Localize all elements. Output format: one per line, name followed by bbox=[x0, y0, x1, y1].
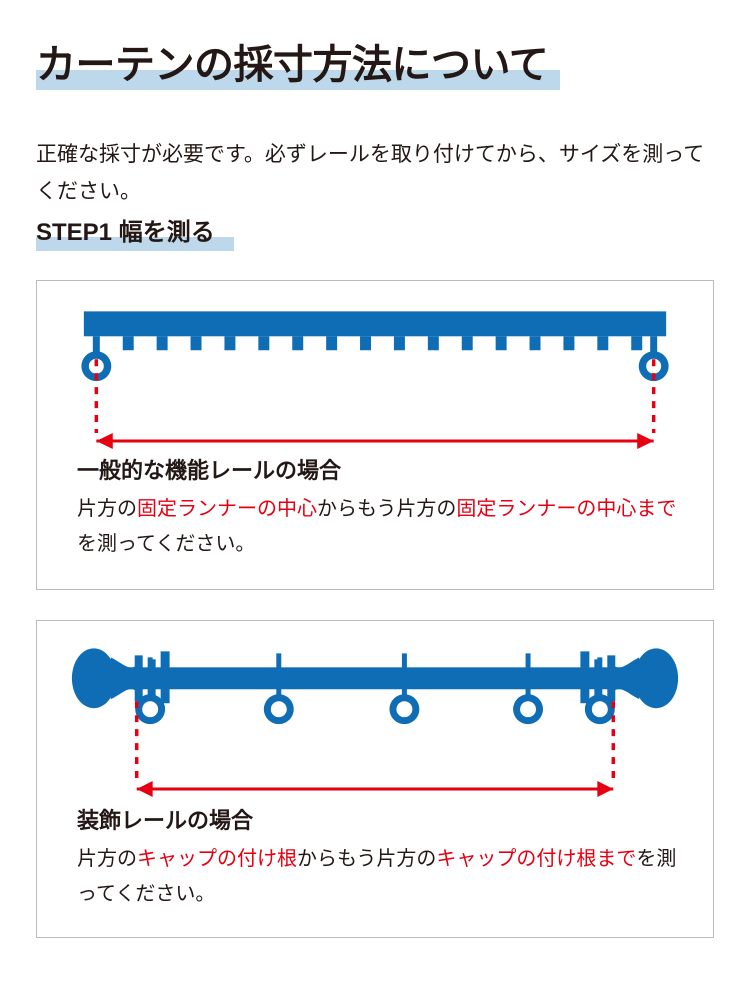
intro-paragraph: 正確な採寸が必要です。必ずレールを取り付けてから、サイズを測ってください。 bbox=[36, 143, 705, 203]
curtain-ring-3 bbox=[389, 653, 420, 725]
curtain-rings bbox=[135, 653, 615, 725]
functional-rail-diagram bbox=[81, 311, 669, 449]
decorative-rail-section: 装飾レールの場合 片方のキャップの付け根からもう片方のキャップの付け根までを測っ… bbox=[36, 620, 714, 938]
caption-part-1: キャップの付け根 bbox=[137, 848, 297, 870]
curtain-ring-5 bbox=[584, 657, 615, 725]
functional-rail-section: 一般的な機能レールの場合 片方の固定ランナーの中心からもう片方の固定ランナーの中… bbox=[36, 280, 714, 590]
step-highlight-bar bbox=[36, 237, 234, 251]
decorative-rail-diagram bbox=[71, 648, 679, 797]
fixed-runner-right bbox=[638, 336, 669, 382]
finial-cap-left bbox=[71, 648, 170, 709]
caption-part-3: 固定ランナーの中心まで bbox=[456, 498, 677, 520]
caption-part-0: 片方の bbox=[77, 848, 137, 870]
measurement-arrow bbox=[96, 433, 654, 449]
caption-part-3: キャップの付け根まで bbox=[436, 848, 637, 870]
caption-part-4: を測ってください。 bbox=[77, 848, 677, 905]
caption-part-1: 固定ランナーの中心 bbox=[137, 498, 317, 520]
rail-runner-tabs bbox=[122, 336, 643, 351]
step1-heading: STEP1 幅を測る bbox=[36, 218, 234, 254]
curtain-ring-4 bbox=[513, 653, 544, 725]
decorative-rail-caption: 装飾レールの場合 片方のキャップの付け根からもう片方のキャップの付け根までを測っ… bbox=[77, 806, 687, 912]
caption-part-2: からもう片方の bbox=[317, 498, 457, 520]
caption-part-2: からもう片方の bbox=[297, 848, 437, 870]
curtain-ring-1 bbox=[135, 657, 166, 725]
title-highlight-bar bbox=[36, 70, 560, 90]
step1-heading-text: STEP1 幅を測る bbox=[36, 219, 215, 246]
functional-rail-caption: 一般的な機能レールの場合 片方の固定ランナーの中心からもう片方の固定ランナーの中… bbox=[77, 456, 687, 562]
caption-part-4: を測ってください。 bbox=[77, 533, 256, 555]
functional-caption-body: 片方の固定ランナーの中心からもう片方の固定ランナーの中心までを測ってください。 bbox=[77, 492, 687, 562]
measurement-arrow bbox=[136, 780, 614, 797]
functional-caption-title: 一般的な機能レールの場合 bbox=[77, 458, 342, 483]
page-title-text: カーテンの採寸方法について bbox=[36, 43, 549, 87]
fixed-runner-left bbox=[81, 336, 112, 382]
decorative-rod bbox=[96, 667, 654, 690]
page-title: カーテンの採寸方法について bbox=[36, 42, 716, 94]
caption-part-0: 片方の bbox=[77, 498, 137, 520]
decorative-caption-body: 片方のキャップの付け根からもう片方のキャップの付け根までを測ってください。 bbox=[77, 842, 687, 912]
rail-bar bbox=[83, 311, 667, 337]
curtain-ring-2 bbox=[263, 653, 294, 725]
decorative-caption-title: 装飾レールの場合 bbox=[77, 808, 254, 833]
